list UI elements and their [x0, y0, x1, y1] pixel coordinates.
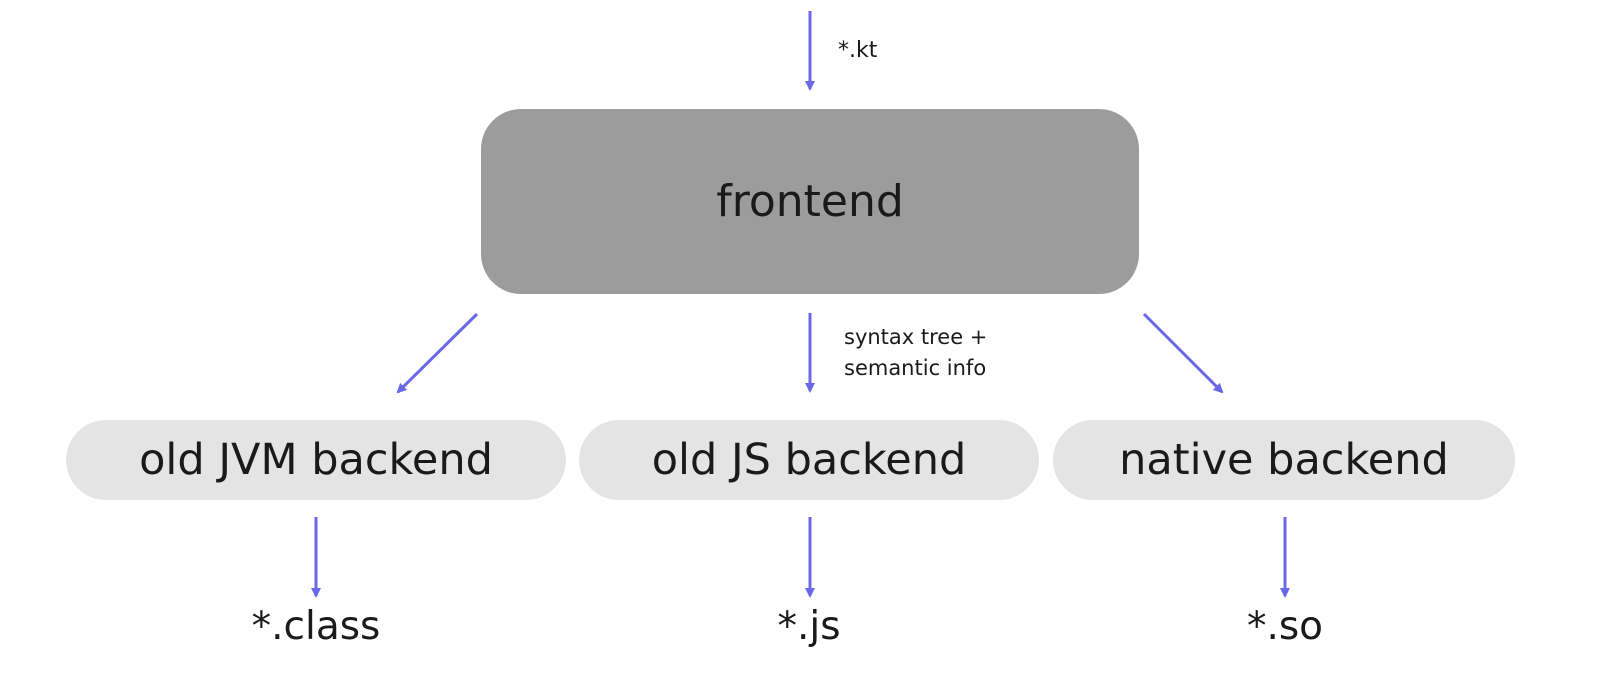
arrow-to-jvm-backend	[396, 312, 479, 394]
jvm-backend-box: old JVM backend	[66, 420, 566, 500]
input-label: *.kt	[838, 38, 878, 63]
output-js-label: *.js	[777, 604, 841, 649]
arrow-to-native-backend	[1142, 312, 1224, 394]
output-so-label: *.so	[1246, 604, 1324, 649]
output-class-label: *.class	[251, 604, 381, 649]
js-backend-box: old JS backend	[579, 420, 1039, 500]
edge-label: syntax tree + semantic info	[844, 325, 988, 380]
native-backend-box: native backend	[1053, 420, 1515, 500]
frontend-box: frontend	[481, 109, 1139, 294]
